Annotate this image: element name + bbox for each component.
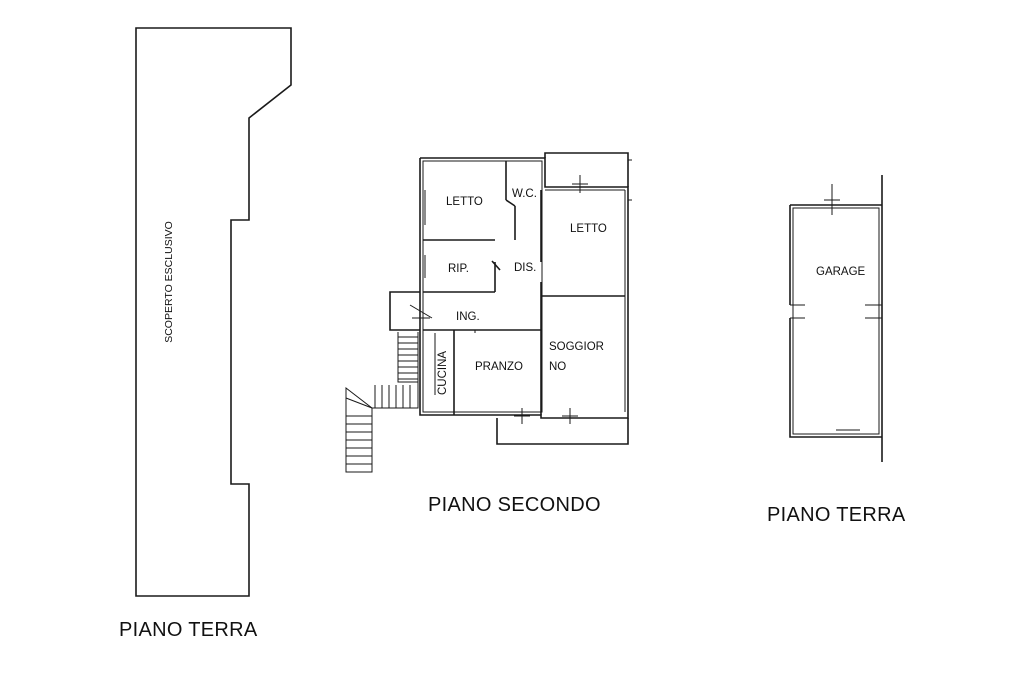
room-label-wc: W.C. (512, 188, 537, 200)
caption-piano-secondo: PIANO SECONDO (428, 494, 601, 516)
caption-piano-terra-right: PIANO TERRA (767, 504, 906, 526)
room-label-cucina: CUCINA (437, 351, 449, 395)
caption-piano-terra-left: PIANO TERRA (119, 619, 258, 641)
piano-secondo-apartment: LETTO W.C. LETTO RIP. DIS. ING. CUCINA P… (345, 152, 632, 473)
room-label-rip: RIP. (448, 263, 469, 275)
room-label-letto-1: LETTO (446, 196, 483, 208)
window-marks (424, 157, 629, 424)
bottom-balcony (496, 418, 629, 445)
room-label-soggiorno-line1: SOGGIOR (549, 341, 604, 353)
garage-plan: GARAGE (789, 175, 883, 462)
scoperto-label: SCOPERTO ESCLUSIVO (163, 221, 175, 343)
room-label-ing: ING. (456, 311, 480, 323)
scoperto-esclusivo-plot: SCOPERTO ESCLUSIVO (135, 27, 292, 597)
room-label-garage: GARAGE (816, 266, 866, 278)
room-label-pranzo: PRANZO (475, 361, 523, 373)
top-balcony (544, 152, 629, 187)
room-label-dis: DIS. (514, 262, 536, 274)
room-label-letto-2: LETTO (570, 223, 607, 235)
scoperto-outline (135, 27, 292, 597)
room-label-soggiorno-line2: NO (549, 361, 566, 373)
entrance-stair (345, 291, 433, 473)
